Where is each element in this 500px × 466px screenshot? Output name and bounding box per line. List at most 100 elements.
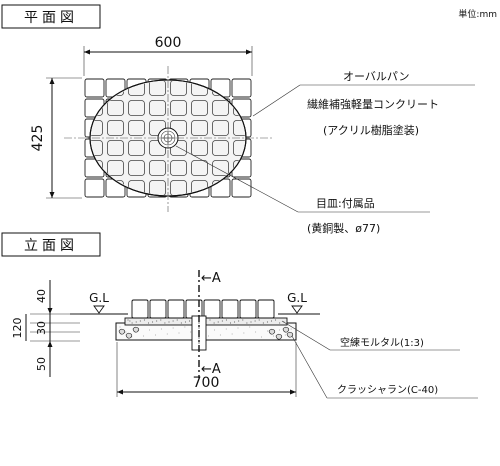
plan-tile — [84, 78, 105, 98]
mortar-dot — [160, 319, 162, 321]
oval-tile — [191, 120, 208, 136]
elevation-title-box: 立面図 — [1, 232, 101, 257]
mortar-dot — [213, 322, 215, 324]
elevation-view: G.L G.L ←A ←A — [11, 270, 478, 399]
mortar-dot — [180, 322, 182, 324]
mortar-dot — [230, 322, 231, 324]
oval-tile — [107, 100, 124, 116]
oval-tile — [128, 160, 145, 176]
oval-tile — [170, 160, 187, 176]
mortar-dot — [279, 322, 281, 324]
elevation-tile — [203, 299, 221, 319]
mortar-dot — [234, 321, 236, 323]
mortar-dot — [209, 319, 211, 321]
pan-callout-line3: (アクリル樹脂塗装) — [323, 123, 419, 137]
gravel-stone — [286, 331, 294, 338]
mortar-dot — [271, 320, 272, 322]
oval-tile — [212, 140, 229, 156]
gl-label-left: G.L — [89, 291, 109, 305]
drain-callout-line2: (黄銅製、ø77) — [307, 221, 380, 235]
oval-tile — [107, 120, 124, 136]
gravel-dot — [255, 331, 257, 333]
gravel-dot — [190, 331, 192, 333]
mortar-dot — [189, 320, 190, 322]
plan-tile — [231, 178, 252, 198]
gravel-dot — [178, 332, 180, 334]
unit-label: 単位:mm — [458, 8, 497, 20]
dim-text-50: 50 — [35, 357, 48, 371]
oval-tile — [107, 160, 124, 176]
mortar-dot — [131, 322, 133, 324]
oval-tile — [212, 100, 229, 116]
mortar-dot — [164, 322, 166, 324]
gravel-stone — [282, 326, 290, 333]
gravel-dot — [143, 335, 145, 337]
gravel-stone — [125, 332, 133, 339]
gravel-dot — [149, 329, 150, 331]
oval-tile — [170, 100, 187, 116]
oval-tile — [128, 140, 145, 156]
gravel-stone — [268, 328, 276, 335]
oval-tile — [128, 100, 145, 116]
elevation-tile — [149, 299, 167, 319]
plan-view: 600 425 オーバルパン 繊維補強軽量コンクリート (アクリル樹脂塗装) 目… — [30, 35, 475, 235]
pan-callout-line2: 繊維補強軽量コンクリート — [307, 98, 439, 111]
oval-tile — [149, 100, 166, 116]
mortar-dot — [135, 321, 137, 323]
gravel-dot — [243, 332, 245, 334]
oval-tile — [149, 81, 166, 96]
mortar-dot — [225, 319, 227, 321]
gravel-dot — [278, 329, 280, 331]
oval-tile — [191, 160, 208, 176]
dim-text-40: 40 — [35, 289, 48, 303]
mortar-dot — [184, 321, 186, 323]
mortar-dot — [143, 319, 145, 321]
gravel-dot — [273, 335, 274, 337]
mortar-dot — [139, 320, 141, 322]
oval-tile — [149, 180, 166, 195]
plan-height-text: 425 — [30, 125, 46, 152]
gl-marker-left: G.L — [89, 291, 109, 314]
mortar-dot — [262, 322, 264, 324]
mortar-dot — [221, 320, 223, 322]
plan-title-box: 平面図 — [1, 4, 101, 29]
mortar-dot — [238, 320, 240, 322]
mortar-callout: 空練モルタル(1:3) — [281, 320, 460, 351]
gravel-dot — [284, 334, 286, 336]
elevation-tile — [167, 299, 185, 319]
gravel-dot — [237, 327, 239, 329]
elevation-tiles — [131, 299, 275, 319]
section-marker-bottom: ←A — [201, 362, 221, 377]
gravel-dot — [131, 336, 133, 338]
gravel-stone — [275, 333, 283, 340]
elevation-tile — [239, 299, 257, 319]
plan-height-dimension: 425 — [30, 77, 82, 199]
gravel-stone — [132, 326, 140, 333]
plan-title: 平面図 — [24, 10, 78, 26]
gravel-dot — [155, 334, 156, 336]
mortar-dot — [217, 321, 219, 323]
elevation-width-dimension: 700 — [116, 342, 297, 397]
mortar-dot — [168, 321, 170, 323]
mortar-dot — [246, 322, 248, 324]
gravel-dot — [290, 328, 292, 330]
mortar-dot — [176, 319, 178, 321]
oval-tile — [212, 120, 229, 136]
gl-label-right: G.L — [287, 291, 307, 305]
pan-callout: オーバルパン 繊維補強軽量コンクリート (アクリル樹脂塗装) — [252, 70, 475, 137]
drain-callout: 目皿:付属品 (黄銅製、ø77) — [175, 145, 430, 235]
gravel-dot — [267, 330, 268, 332]
mortar-dot — [156, 320, 158, 322]
elevation-width-text: 700 — [193, 375, 220, 391]
oval-tile — [212, 160, 229, 176]
gravel-dot — [166, 333, 168, 335]
dim-text-30: 30 — [35, 321, 48, 335]
gravel-dot — [184, 326, 186, 328]
gravel-dot — [225, 328, 227, 330]
gravel-stone — [118, 328, 126, 335]
plan-tile — [231, 78, 252, 98]
oval-tile — [170, 81, 187, 96]
mortar-dot — [266, 321, 268, 323]
gravel-dot — [208, 335, 209, 337]
elevation-title: 立面図 — [24, 238, 78, 254]
